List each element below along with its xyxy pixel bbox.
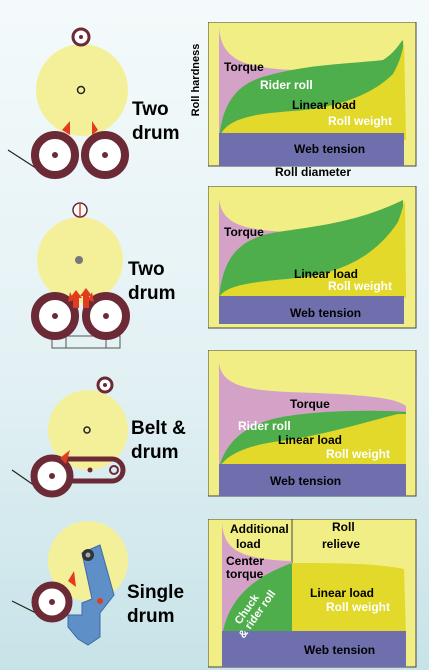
chuck-core-center [85,552,91,558]
drum-base [51,335,121,349]
band-web-tension [222,631,406,667]
lift-arrow-1 [70,290,82,308]
text-rider-roll: Rider roll [260,78,313,92]
drum-core [49,599,55,605]
band-linear-load [219,414,406,468]
single-drum-illustration [11,521,128,646]
band-chuck-rider-roll [222,563,292,637]
roll-core [83,426,91,434]
drum-core [49,473,55,479]
text-linear-load: Linear load [292,98,356,112]
roll-core [75,256,83,264]
text-web-tension: Web tension [290,306,361,320]
nip-arrow-right [92,121,98,135]
text-linear-load: Linear load [310,586,374,600]
belt-pulley-mid [87,467,93,473]
text-torque: Torque [224,225,264,239]
nip-arrow [68,571,76,587]
nip-arrow-right [88,292,94,302]
hardness-chart: Torque Rider roll Linear load Roll weigh… [208,350,417,497]
label-line-1: Two [132,99,169,120]
band-web-tension [219,296,404,324]
band-linear-load [219,200,406,298]
label-line-2: drum [132,123,180,144]
y-axis-label: Roll hardness [190,43,202,117]
text-roll-weight: Roll weight [326,600,390,614]
text-roll-weight: Roll weight [328,279,392,293]
text-roll-weight: Roll weight [328,114,392,128]
label-line-1: Belt & [131,418,186,439]
text-torque: Torque [290,397,330,411]
nip-arrow [60,450,70,464]
text-web-tension: Web tension [270,474,341,488]
nip-arrow-left [62,121,70,135]
drum-right-core [102,152,108,158]
text-additional: Additional [230,522,289,536]
text-roll: Roll [332,520,355,534]
label-line-2: drum [131,442,179,463]
diagram-two-drum-rider: Two drum Roll hardness Torque Rider roll… [0,0,429,180]
roll-core [76,85,86,95]
band-web-tension [219,464,406,496]
text-torque: torque [226,567,264,581]
belt-pulley-right [109,465,119,475]
label-line-2: drum [127,606,175,627]
text-torque: Torque [224,60,264,74]
band-linear-load [292,563,406,637]
text-relieve: relieve [322,537,360,551]
drum-left-core [52,152,58,158]
label-line-1: Single [127,582,185,603]
paper-roll [48,390,128,470]
diagram-two-drum: Two drum Torque Linear load Roll weight … [0,186,429,354]
rider-roll-core [79,35,83,39]
rider-roll-core [103,383,107,387]
lift-arrow-2 [80,288,92,308]
text-linear-load: Linear load [278,433,342,447]
band-linear-load [219,40,406,140]
drum-left-core [52,313,58,319]
text-roll-weight: Roll weight [326,447,390,461]
text-load: load [236,537,261,551]
x-axis-label: Roll diameter [274,165,352,179]
chuck-arm [67,544,115,646]
text-center: Center [226,554,264,568]
arm-pivot [97,598,103,604]
text-web-tension: Web tension [304,643,375,657]
diagram-belt-drum: Belt & drum Torque Rider roll Linear loa… [0,350,429,510]
hardness-chart: Torque Linear load Roll weight Web tensi… [208,186,417,329]
two-drum-illustration [31,202,130,349]
label-line-2: drum [128,283,176,304]
label-line-1: Two [128,259,165,280]
belt-drum-illustration [11,376,128,498]
two-drum-rider-illustration [7,27,129,179]
hardness-chart: Additional load Roll relieve Center torq… [208,519,417,668]
band-web-tension [219,133,404,166]
nip-arrow-left [68,292,74,302]
web-line [11,600,37,614]
diagram-single-drum: Single drum Additional load Roll relieve… [0,515,429,670]
drum-right-core [103,313,109,319]
text-rider-roll: Rider roll [238,419,291,433]
text-linear-load: Linear load [294,267,358,281]
text-web-tension: Web tension [294,142,365,156]
paper-roll [36,44,128,136]
hardness-chart: Torque Rider roll Linear load Roll weigh… [208,22,417,167]
